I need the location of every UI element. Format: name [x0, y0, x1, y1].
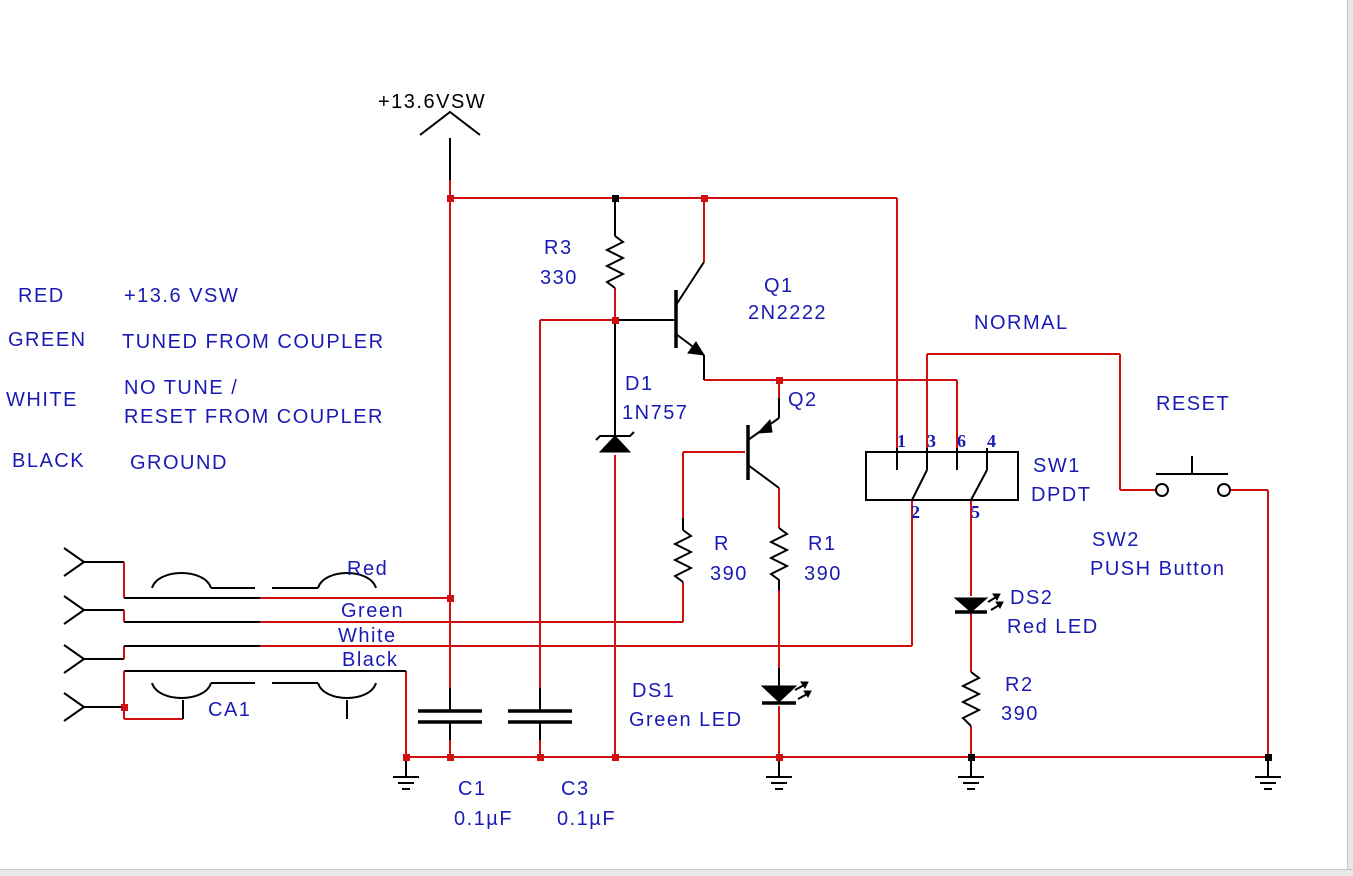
red-wires — [405, 180, 1269, 758]
q1-ref: Q1 — [764, 275, 794, 297]
page-bottom-edge — [0, 869, 1353, 876]
c1-ref: C1 — [458, 778, 487, 800]
ds2-ref: DS2 — [1010, 587, 1053, 609]
legend-black-description: GROUND — [130, 452, 228, 474]
normal-label: NORMAL — [974, 312, 1069, 334]
supply-symbol — [419, 110, 481, 180]
reset-label: RESET — [1156, 393, 1230, 415]
legend-white-color: WHITE — [6, 389, 78, 411]
ds1-value: Green LED — [629, 709, 743, 731]
page-right-edge — [1347, 0, 1353, 869]
r3-ref: R3 — [544, 237, 573, 259]
sw1-pin-5: 5 — [971, 502, 980, 522]
legend-red-description: +13.6 VSW — [124, 285, 239, 307]
r-resistor — [672, 518, 694, 583]
q1-transistor — [615, 261, 705, 380]
r-ref: R — [714, 533, 730, 555]
sw1-pin-6: 6 — [957, 431, 966, 451]
r3-value: 330 — [540, 267, 578, 289]
r2-value: 390 — [1001, 703, 1039, 725]
r1-ref: R1 — [808, 533, 837, 555]
legend-white-description: NO TUNE / — [124, 377, 238, 399]
sw2-push-button — [1155, 456, 1231, 497]
sw1-ref: SW1 — [1033, 455, 1081, 477]
ds1-ref: DS1 — [632, 680, 675, 702]
sw1-dpdt-switch — [865, 448, 1019, 501]
cable-wires — [84, 561, 912, 720]
legend-white-description-2: RESET FROM COUPLER — [124, 406, 384, 428]
legend-green-color: GREEN — [8, 329, 87, 351]
r-value: 390 — [710, 563, 748, 585]
q1-value: 2N2222 — [748, 302, 827, 324]
color-legend: RED +13.6 VSW GREEN TUNED FROM COUPLER W… — [6, 285, 385, 474]
cable-wire-white-label: White — [338, 625, 397, 647]
junction-dots — [121, 195, 1272, 761]
c1-capacitor — [418, 688, 482, 740]
c3-capacitor — [508, 688, 572, 740]
q2-ref: Q2 — [788, 389, 818, 411]
sw1-pin-1: 1 — [897, 431, 906, 451]
cable-wire-green-label: Green — [341, 600, 404, 622]
r1-resistor — [768, 527, 790, 590]
d1-zener-diode — [595, 320, 635, 453]
legend-red-color: RED — [18, 285, 65, 307]
r2-resistor — [960, 671, 982, 727]
d1-value: 1N757 — [622, 402, 688, 424]
sw2-ref: SW2 — [1092, 529, 1140, 551]
sw1-pin-2: 2 — [911, 502, 920, 522]
supply-label: +13.6VSW — [378, 91, 486, 113]
ds1-led — [760, 668, 812, 705]
sw1-value: DPDT — [1031, 484, 1091, 506]
sw1-pin-4: 4 — [987, 431, 996, 451]
sw2-value: PUSH Button — [1090, 558, 1225, 580]
c3-ref: C3 — [561, 778, 590, 800]
cable-wire-black-label: Black — [342, 649, 398, 671]
ds2-led — [953, 593, 1004, 614]
sw1-pin-3: 3 — [927, 431, 936, 451]
ground-symbols — [393, 757, 1281, 790]
r3-resistor — [604, 198, 626, 289]
ca1-ref: CA1 — [208, 699, 251, 721]
ds2-value: Red LED — [1007, 616, 1099, 638]
connector-chevrons — [63, 547, 86, 722]
q2-transistor — [746, 398, 780, 489]
cable-assembly-ca1 — [151, 572, 377, 719]
c1-value: 0.1µF — [454, 808, 513, 830]
r2-ref: R2 — [1005, 674, 1034, 696]
c3-value: 0.1µF — [557, 808, 616, 830]
r1-value: 390 — [804, 563, 842, 585]
cable-wire-red-label: Red — [347, 558, 388, 580]
legend-black-color: BLACK — [12, 450, 85, 472]
d1-ref: D1 — [625, 373, 654, 395]
legend-green-description: TUNED FROM COUPLER — [122, 331, 385, 353]
